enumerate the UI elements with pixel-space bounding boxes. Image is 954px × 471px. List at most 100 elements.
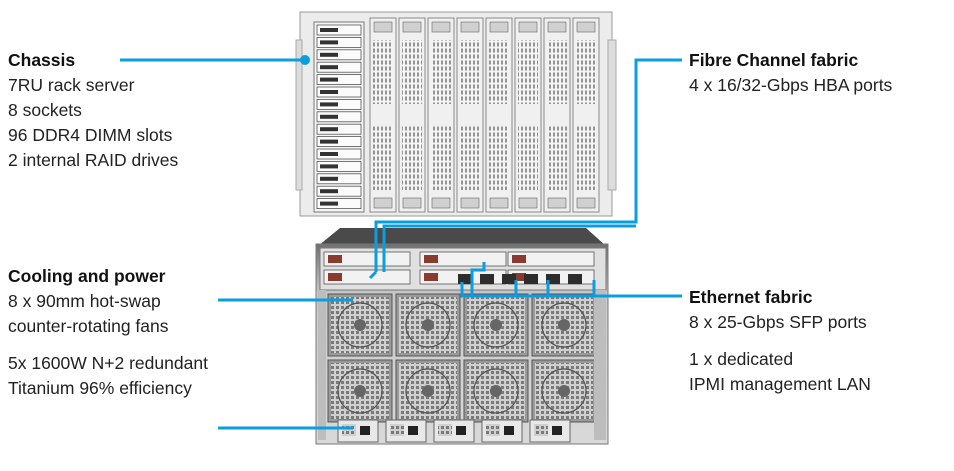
fan-hub [354, 385, 366, 397]
ethernet-line: IPMI management LAN [689, 374, 871, 394]
cartridge-handle [460, 21, 480, 33]
fan-hub [558, 385, 570, 397]
dimm-bank [402, 126, 422, 190]
fibre-callout: Fibre Channel fabric 4 x 16/32-Gbps HBA … [689, 48, 892, 98]
ethernet-callout-branch-a [460, 282, 594, 298]
fan-hub [422, 385, 434, 397]
fan-hub [422, 319, 434, 331]
fibre-title: Fibre Channel fabric [689, 50, 859, 70]
cooling-callout: Cooling and power 8 x 90mm hot-swap coun… [8, 264, 208, 401]
dimm-bank [460, 126, 480, 190]
callout-lines [120, 55, 682, 430]
sfp-port [568, 274, 582, 284]
drive-bay [316, 173, 362, 185]
fan-modules [327, 293, 597, 423]
drive-bay-latch [320, 65, 338, 70]
drive-bay [316, 24, 362, 36]
dimm-bank [547, 40, 567, 104]
pcie-slot-tab [424, 255, 438, 263]
pcie-slot-tab [512, 255, 526, 263]
drive-bay [316, 49, 362, 61]
cartridge-handle [373, 21, 393, 33]
fan-ring [405, 368, 451, 414]
dimm-bank [489, 40, 509, 104]
drive-bay [316, 148, 362, 160]
drive-bay [316, 198, 362, 210]
cartridge-handle [489, 21, 509, 33]
dimm-bank [518, 126, 538, 190]
drive-bay [316, 37, 362, 48]
fan-hub [490, 319, 502, 331]
drive-bay [316, 136, 362, 148]
psu-power-inlet [552, 426, 562, 435]
sfp-port [502, 274, 516, 284]
dimm-bank [547, 126, 567, 190]
dimm-bank [518, 40, 538, 104]
pcie-slot [323, 251, 411, 267]
sfp-port [524, 274, 538, 284]
chassis-line: 2 internal RAID drives [8, 150, 179, 170]
cartridge-handle [576, 21, 596, 33]
ethernet-line: 1 x dedicated [689, 349, 794, 369]
sfp-port [480, 274, 494, 284]
cooling-title: Cooling and power [8, 266, 166, 286]
cartridge-handle [518, 21, 538, 33]
sfp-port [546, 274, 560, 284]
ethernet-title: Ethernet fabric [689, 287, 813, 307]
pcie-slot-tab [424, 273, 438, 281]
dimm-bank [431, 40, 451, 104]
dimm-bank [489, 126, 509, 190]
cartridge-handle [402, 197, 422, 209]
cooling-line: Titanium 96% efficiency [8, 378, 192, 398]
drive-bay-latch [320, 139, 338, 144]
dimm-bank [373, 126, 393, 190]
fan-hub [490, 385, 502, 397]
memory-cartridges [369, 17, 600, 213]
fan-ring [405, 302, 451, 348]
pcie-slot-tab [512, 273, 526, 281]
dimm-bank [576, 40, 596, 104]
chassis-line: 96 DDR4 DIMM slots [8, 125, 173, 145]
pcie-slot-tab [328, 255, 342, 263]
psu-vent [342, 424, 356, 436]
cooling-line: 8 x 90mm hot-swap [8, 291, 161, 311]
fan-hub [354, 319, 366, 331]
drive-bay-latch [320, 114, 338, 119]
fan-ring [337, 302, 383, 348]
fibre-line: 4 x 16/32-Gbps HBA ports [689, 75, 893, 95]
drive-bay-latch [320, 90, 338, 94]
chassis-line: 8 sockets [8, 100, 82, 120]
psu-vent [438, 424, 452, 436]
fan-ring [473, 302, 519, 348]
cartridge-handle [576, 197, 596, 209]
sfp-port [458, 274, 472, 284]
psu-power-inlet [504, 426, 514, 435]
chassis-callout-dot [300, 55, 310, 65]
fibre-callout-line [374, 58, 682, 272]
drive-bay [316, 74, 362, 85]
psu-vent [390, 424, 404, 436]
fan-hub [558, 319, 570, 331]
ethernet-callout-branch-b [470, 262, 486, 296]
fan-ring [473, 368, 519, 414]
cooling-line: 5x 1600W N+2 redundant [8, 353, 208, 373]
chassis-front [295, 11, 617, 217]
cartridge-handle [402, 21, 422, 33]
drive-bay-latch [320, 102, 338, 107]
cartridge-handle [373, 197, 393, 209]
pcie-slot-tab [328, 273, 342, 281]
dimm-bank [402, 40, 422, 104]
drive-bay-latch [320, 127, 338, 132]
dimm-bank [460, 40, 480, 104]
drive-bay [316, 123, 362, 135]
power-supplies [337, 419, 571, 443]
pcie-slot [323, 269, 411, 285]
drive-bay-latch [320, 189, 338, 194]
drive-bay-latch [320, 40, 338, 45]
cartridge-handle [431, 21, 451, 33]
ethernet-line: 8 x 25-Gbps SFP ports [689, 312, 867, 332]
chassis-title: Chassis [8, 50, 76, 70]
fan-ring [541, 368, 587, 414]
chassis-callout: Chassis 7RU rack server 8 sockets 96 DDR… [8, 48, 178, 173]
